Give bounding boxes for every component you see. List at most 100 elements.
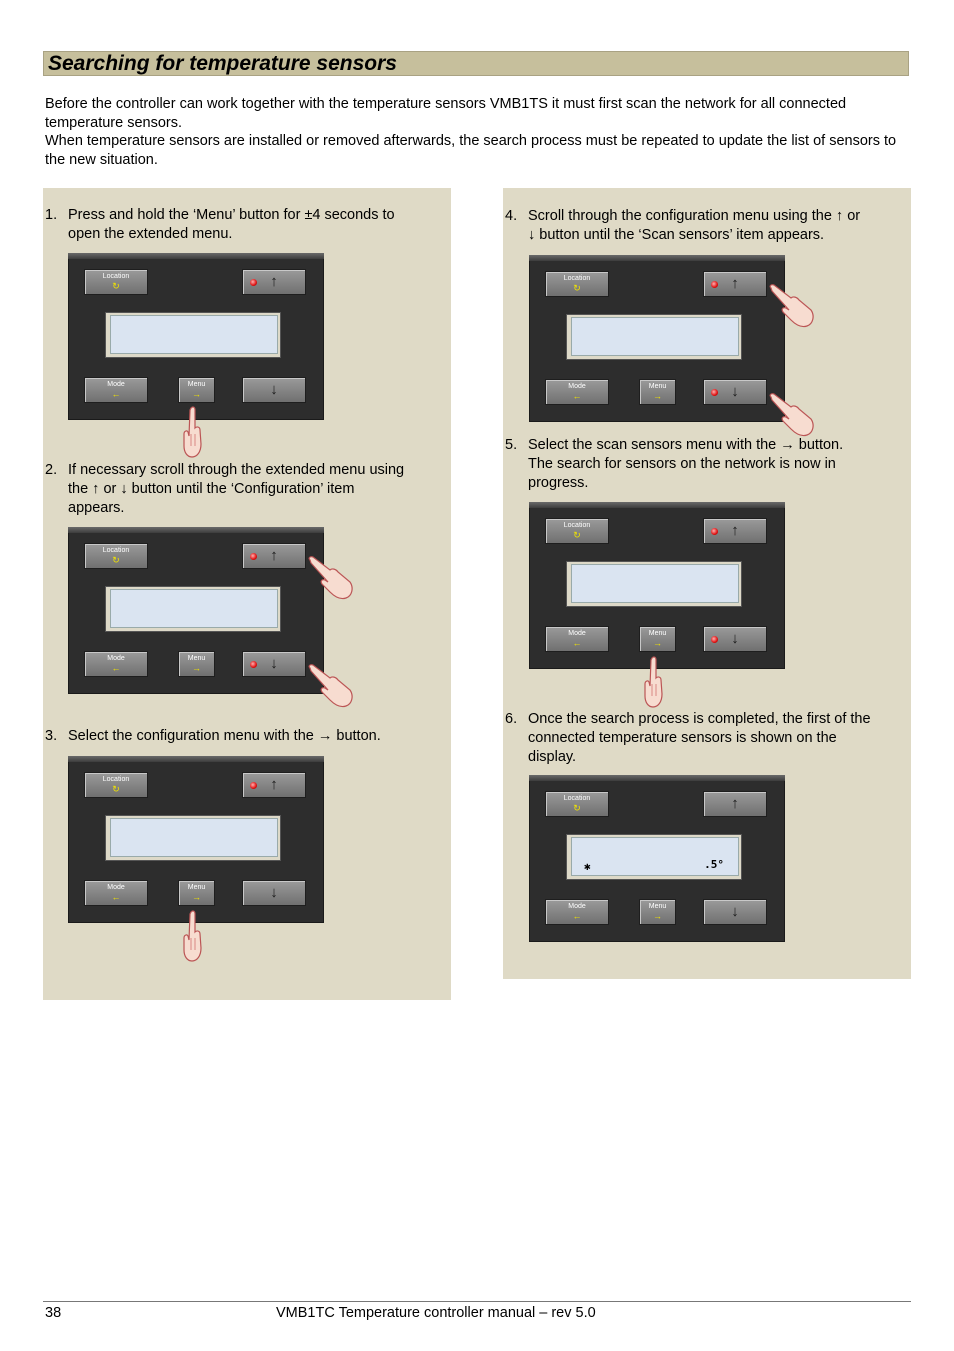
- step-number: 1.: [45, 207, 58, 223]
- down-button[interactable]: ↓: [703, 379, 767, 405]
- step-number: 6.: [505, 711, 518, 727]
- up-button[interactable]: ↑: [703, 271, 767, 297]
- step-line: ↓ button until the ‘Scan sensors’ item a…: [528, 227, 825, 243]
- step-line: appears.: [68, 500, 125, 516]
- mode-button[interactable]: Mode←: [84, 651, 148, 677]
- lcd-display: ✱ .5°: [566, 834, 742, 880]
- button-label: Location: [563, 795, 591, 802]
- location-button[interactable]: Location↻: [84, 543, 148, 569]
- up-button[interactable]: ↑: [703, 791, 767, 817]
- down-button[interactable]: ↓: [242, 377, 306, 403]
- step-line: The search for sensors on the network is…: [528, 456, 836, 472]
- down-button[interactable]: ↓: [242, 651, 306, 677]
- up-button[interactable]: ↑: [703, 518, 767, 544]
- step-number: 4.: [505, 208, 518, 224]
- arrow-up-icon: ↑: [270, 273, 278, 290]
- footer-divider: [43, 1301, 911, 1302]
- down-button[interactable]: ↓: [703, 899, 767, 925]
- button-label: Location: [563, 275, 591, 282]
- step-line: Scroll through the configuration menu us…: [528, 208, 861, 224]
- step-line: Select the configuration menu with the →…: [68, 728, 381, 744]
- step-number: 3.: [45, 728, 58, 744]
- pressing-hand-icon: [308, 556, 353, 600]
- button-label: Mode: [107, 884, 125, 891]
- lcd-display: [105, 312, 281, 358]
- location-button[interactable]: Location↻: [545, 518, 609, 544]
- arrow-left-icon: ←: [572, 911, 582, 921]
- step-line: display.: [528, 749, 577, 765]
- step-line: Press and hold the ‘Menu’ button for ±4 …: [68, 207, 395, 223]
- menu-button[interactable]: Menu→: [639, 379, 676, 405]
- step-line: open the extended menu.: [68, 226, 233, 242]
- menu-button[interactable]: Menu→: [639, 899, 676, 925]
- led-indicator-icon: [711, 528, 718, 535]
- location-button[interactable]: Location↻: [545, 791, 609, 817]
- pressing-hand-icon: [183, 406, 202, 458]
- step-line: connected temperature sensors is shown o…: [528, 730, 837, 746]
- step-line: If necessary scroll through the extended…: [68, 462, 405, 478]
- arrow-up-icon: ↑: [731, 795, 739, 812]
- mode-button[interactable]: Mode←: [545, 379, 609, 405]
- arrow-left-icon: ←: [111, 389, 121, 399]
- snowflake-icon: ✱: [584, 860, 591, 873]
- menu-button[interactable]: Menu→: [178, 651, 215, 677]
- arrow-up-icon: ↑: [270, 776, 278, 793]
- led-indicator-icon: [711, 281, 718, 288]
- down-button[interactable]: ↓: [703, 626, 767, 652]
- intro-paragraph-1: Before the controller can work together …: [45, 96, 847, 131]
- button-label: Mode: [107, 381, 125, 388]
- menu-button[interactable]: Menu→: [639, 626, 676, 652]
- lcd-display: [566, 561, 742, 607]
- location-button[interactable]: Location↻: [545, 271, 609, 297]
- arrow-down-icon: ↓: [731, 903, 739, 920]
- step-line: progress.: [528, 475, 589, 491]
- menu-button[interactable]: Menu→: [178, 880, 215, 906]
- lcd-display: [566, 314, 742, 360]
- temperature-readout: .5°: [704, 858, 724, 871]
- button-label: Location: [563, 522, 591, 529]
- down-button[interactable]: ↓: [242, 880, 306, 906]
- mode-button[interactable]: Mode←: [545, 626, 609, 652]
- arrow-down-icon: ↓: [731, 630, 739, 647]
- refresh-icon: ↻: [112, 555, 120, 565]
- up-button[interactable]: ↑: [242, 772, 306, 798]
- button-label: Menu: [648, 630, 667, 637]
- up-button[interactable]: ↑: [242, 543, 306, 569]
- arrow-right-icon: →: [653, 391, 662, 401]
- arrow-right-icon: →: [192, 892, 201, 902]
- step-number: 2.: [45, 462, 58, 478]
- led-indicator-icon: [250, 782, 257, 789]
- arrow-up-icon: ↑: [270, 547, 278, 564]
- button-label: Menu: [187, 655, 206, 662]
- location-button[interactable]: Location↻: [84, 269, 148, 295]
- up-button[interactable]: ↑: [242, 269, 306, 295]
- led-indicator-icon: [711, 636, 718, 643]
- button-label: Menu: [648, 383, 667, 390]
- arrow-right-icon: →: [192, 389, 201, 399]
- menu-button[interactable]: Menu→: [178, 377, 215, 403]
- pressing-hand-icon: [644, 656, 663, 708]
- mode-button[interactable]: Mode←: [545, 899, 609, 925]
- arrow-right-icon: →: [653, 911, 662, 921]
- location-button[interactable]: Location↻: [84, 772, 148, 798]
- arrow-down-icon: ↓: [270, 884, 278, 901]
- pressing-hand-icon: [308, 664, 353, 708]
- arrow-left-icon: ←: [572, 638, 582, 648]
- pressing-hand-icon: [769, 393, 814, 437]
- pressing-hand-icon: [183, 910, 202, 962]
- controller-device-5: Location↻ ↑ Mode← Menu→ ↓: [529, 502, 785, 669]
- arrow-down-icon: ↓: [270, 381, 278, 398]
- controller-device-4: Location↻ ↑ Mode← Menu→ ↓: [529, 255, 785, 422]
- arrow-left-icon: ←: [572, 391, 582, 401]
- button-label: Mode: [568, 383, 586, 390]
- button-label: Location: [102, 273, 130, 280]
- arrow-right-icon: →: [192, 663, 201, 673]
- button-label: Mode: [568, 630, 586, 637]
- step-number: 5.: [505, 437, 518, 453]
- controller-device-2: Location↻ ↑ Mode← Menu→ ↓: [68, 527, 324, 694]
- section-title-bar: Searching for temperature sensors: [43, 51, 909, 76]
- mode-button[interactable]: Mode←: [84, 880, 148, 906]
- button-label: Location: [102, 547, 130, 554]
- refresh-icon: ↻: [112, 784, 120, 794]
- mode-button[interactable]: Mode←: [84, 377, 148, 403]
